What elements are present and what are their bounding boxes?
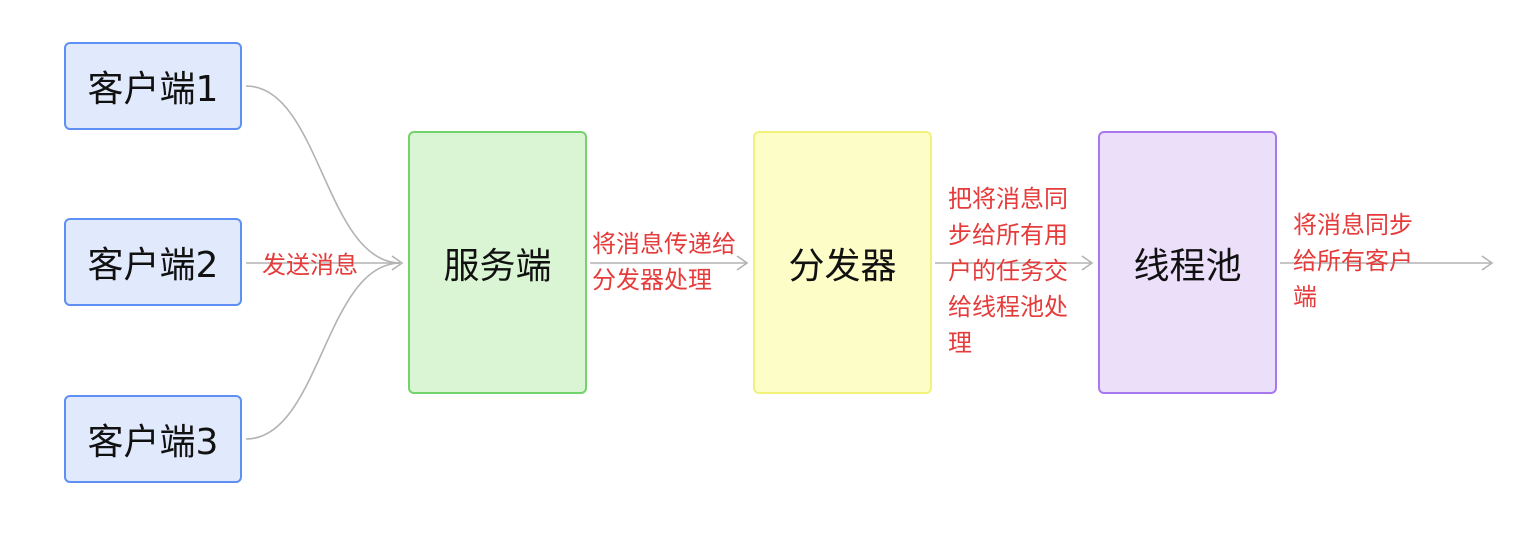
node-threadpool-label: 线程池: [1133, 245, 1242, 287]
arrowhead-out: [1481, 255, 1494, 271]
arrowhead-threadpool: [1081, 255, 1094, 271]
node-server[interactable]: 服务端: [408, 131, 587, 394]
edge-client1-server: [245, 85, 401, 264]
node-client-3-label: 客户端3: [87, 422, 219, 463]
node-dispatcher[interactable]: 分发器: [753, 131, 932, 394]
node-client-1-label: 客户端1: [87, 69, 219, 110]
node-client-3[interactable]: 客户端3: [64, 395, 242, 483]
arrowhead-dispatcher: [736, 255, 749, 271]
node-threadpool[interactable]: 线程池: [1098, 131, 1277, 394]
edge-label-send: 发送消息: [262, 251, 358, 279]
edge-label-server-to-dispatcher: 将消息传递给分发器处理: [592, 230, 736, 294]
edge-label-dispatcher-to-pool: 把将消息同步给所有用户的任务交给线程池处理: [948, 185, 1068, 357]
node-dispatcher-label: 分发器: [788, 245, 897, 287]
edge-client3-server: [245, 262, 401, 440]
edge-label-pool-out: 将消息同步给所有客户端: [1293, 211, 1413, 311]
node-client-2-label: 客户端2: [87, 245, 219, 286]
node-client-2[interactable]: 客户端2: [64, 218, 242, 306]
node-client-1[interactable]: 客户端1: [64, 42, 242, 130]
arrowhead-server: [391, 255, 404, 271]
node-server-label: 服务端: [443, 245, 552, 287]
